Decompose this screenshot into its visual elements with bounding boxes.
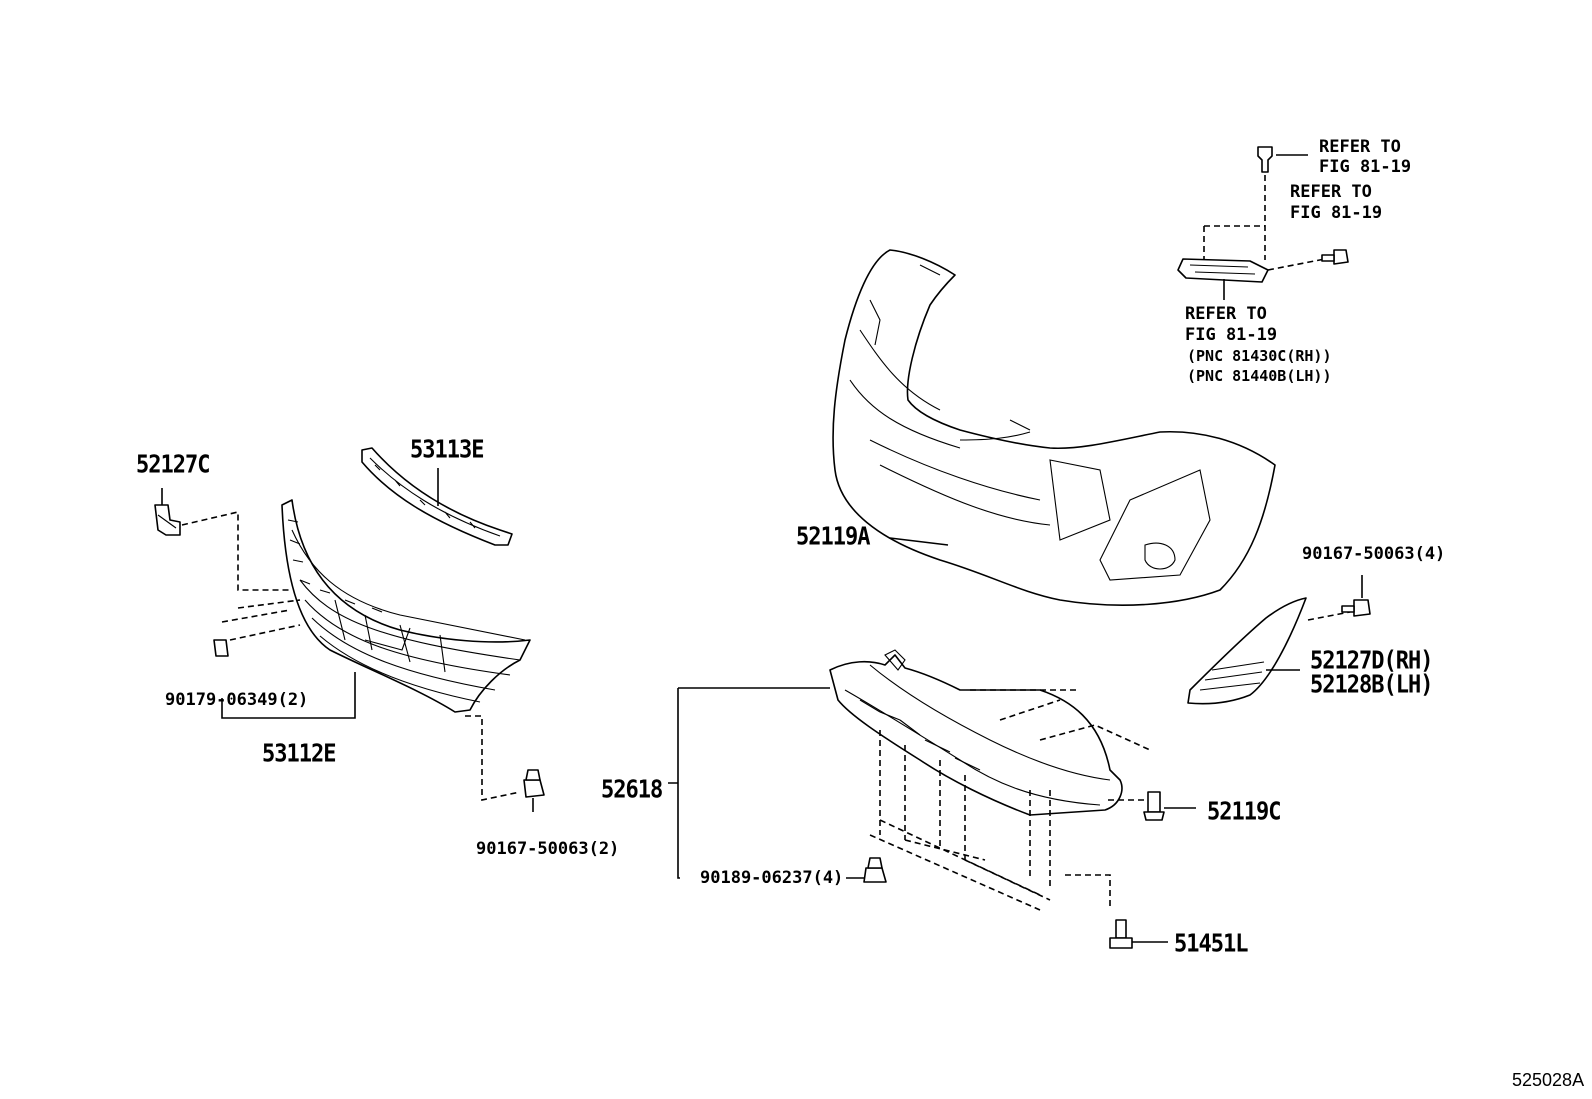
engine-under-cover [668,649,1151,911]
label-90179-06349-2: 90179-06349(2) [165,690,309,710]
clip-52127C-icon [154,488,290,591]
refer-right-line2: FIG 81-19 [1290,203,1383,223]
fog-lamp-bracket [1177,154,1331,300]
label-90167-50063-4: 90167-50063(4) [1302,544,1446,564]
clip-fastener-top-icon [1257,146,1273,173]
label-90189-06237-4: 90189-06237(4) [700,868,844,888]
refer-lamp-line1: REFER TO [1185,304,1267,324]
clip-90189-icon [846,857,887,883]
upper-grille [361,447,513,546]
refer-lamp-pnc-lh: (PNC 81440B(LH)) [1187,367,1332,385]
clip-52119C-icon [1143,791,1196,821]
label-52119C: 52119C [1207,797,1281,827]
label-52127D-RH: 52127D(RH) [1310,646,1433,676]
label-53112E: 53112E [262,739,336,769]
screw-90167-right-icon [1341,575,1371,617]
front-bumper-cover [832,249,1276,606]
label-52128B-LH: 52128B(LH) [1310,670,1433,700]
refer-right-line1: REFER TO [1290,182,1372,202]
bolt-51451L-icon [1109,919,1168,949]
fog-lamp-cover [1187,597,1351,705]
refer-top-line2: FIG 81-19 [1319,157,1412,177]
label-52127C: 52127C [136,450,210,480]
label-52618: 52618 [601,775,663,805]
label-90167-50063-2: 90167-50063(2) [476,839,620,859]
screw-90167-lower-icon [465,715,545,812]
diagram-id: 525028A [1512,1070,1585,1090]
refer-lamp-pnc-rh: (PNC 81430C(RH)) [1187,347,1332,365]
screw-fastener-right-icon [1321,249,1349,265]
clip-90179-icon [213,639,229,657]
lower-grille [221,499,531,719]
refer-top-line1: REFER TO [1319,137,1401,157]
refer-lamp-line2: FIG 81-19 [1185,325,1278,345]
label-51451L: 51451L [1174,929,1248,959]
label-53113E: 53113E [410,435,484,465]
label-52119A: 52119A [796,522,870,552]
